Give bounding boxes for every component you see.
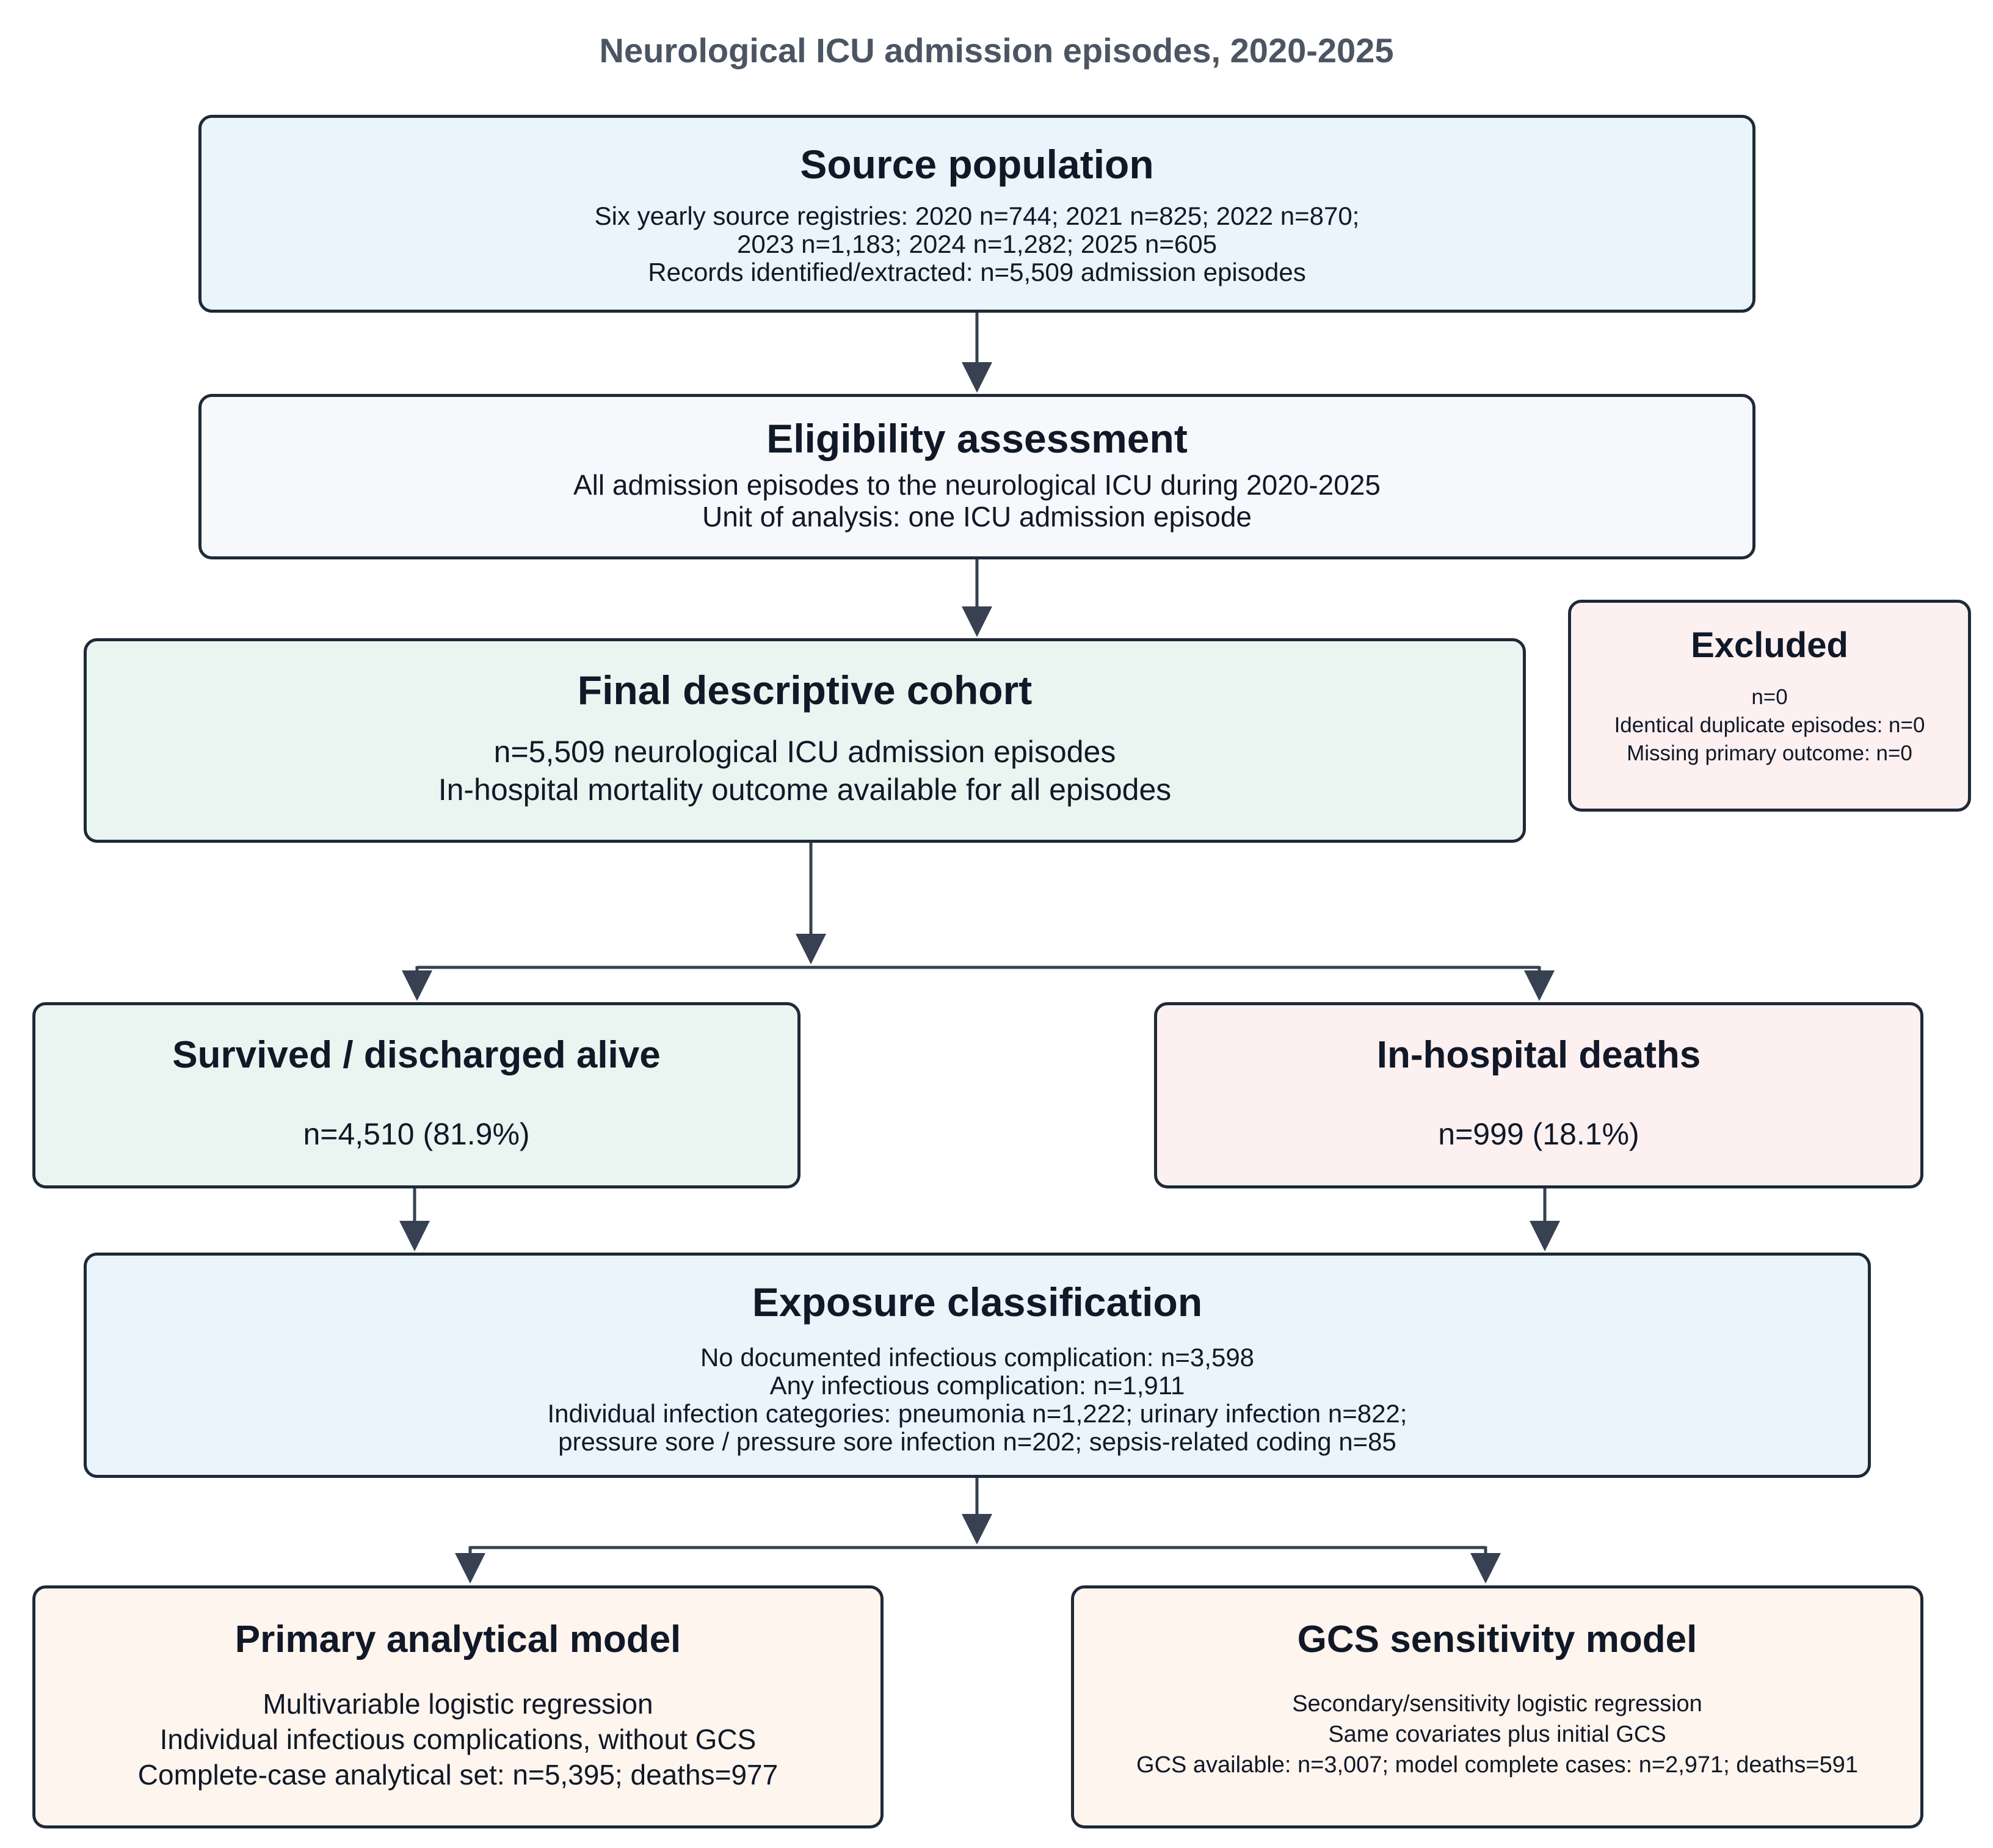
final-cohort-heading: Final descriptive cohort [577, 668, 1033, 713]
source-population-heading: Source population [800, 142, 1154, 187]
excluded-box: Excluded n=0 Identical duplicate episode… [1568, 600, 1971, 812]
gcs-model-heading: GCS sensitivity model [1297, 1618, 1697, 1661]
deaths-count: n=999 (18.1%) [1438, 1117, 1639, 1151]
survived-count: n=4,510 (81.9%) [303, 1117, 530, 1151]
exposure-classification-box: Exposure classification No documented in… [84, 1253, 1871, 1478]
gcs-model-details: Secondary/sensitivity logistic regressio… [1136, 1691, 1858, 1778]
primary-model-heading: Primary analytical model [234, 1618, 681, 1661]
excluded-heading: Excluded [1691, 625, 1848, 665]
final-cohort-box: Final descriptive cohort n=5,509 neurolo… [84, 638, 1526, 843]
eligibility-assessment-box: Eligibility assessment All admission epi… [198, 394, 1755, 559]
eligibility-assessment-details: All admission episodes to the neurologic… [573, 469, 1381, 533]
primary-model-box: Primary analytical model Multivariable l… [32, 1585, 884, 1828]
excluded-details: n=0 Identical duplicate episodes: n=0 Mi… [1614, 685, 1925, 765]
diagram-title: Neurological ICU admission episodes, 202… [599, 31, 1394, 70]
source-population-details: Six yearly source registries: 2020 n=744… [594, 202, 1360, 286]
gcs-model-box: GCS sensitivity model Secondary/sensitiv… [1071, 1585, 1923, 1828]
exposure-classification-heading: Exposure classification [752, 1279, 1203, 1325]
exposure-classification-details: No documented infectious complication: n… [547, 1343, 1407, 1456]
deaths-heading: In-hospital deaths [1376, 1034, 1701, 1076]
final-cohort-details: n=5,509 neurological ICU admission episo… [438, 735, 1172, 807]
primary-model-details: Multivariable logistic regression Indivi… [137, 1688, 779, 1791]
eligibility-assessment-heading: Eligibility assessment [766, 416, 1188, 461]
survived-heading: Survived / discharged alive [172, 1034, 661, 1076]
source-population-box: Source population Six yearly source regi… [198, 115, 1755, 313]
deaths-box: In-hospital deaths n=999 (18.1%) [1154, 1002, 1923, 1188]
survived-box: Survived / discharged alive n=4,510 (81.… [32, 1002, 800, 1188]
